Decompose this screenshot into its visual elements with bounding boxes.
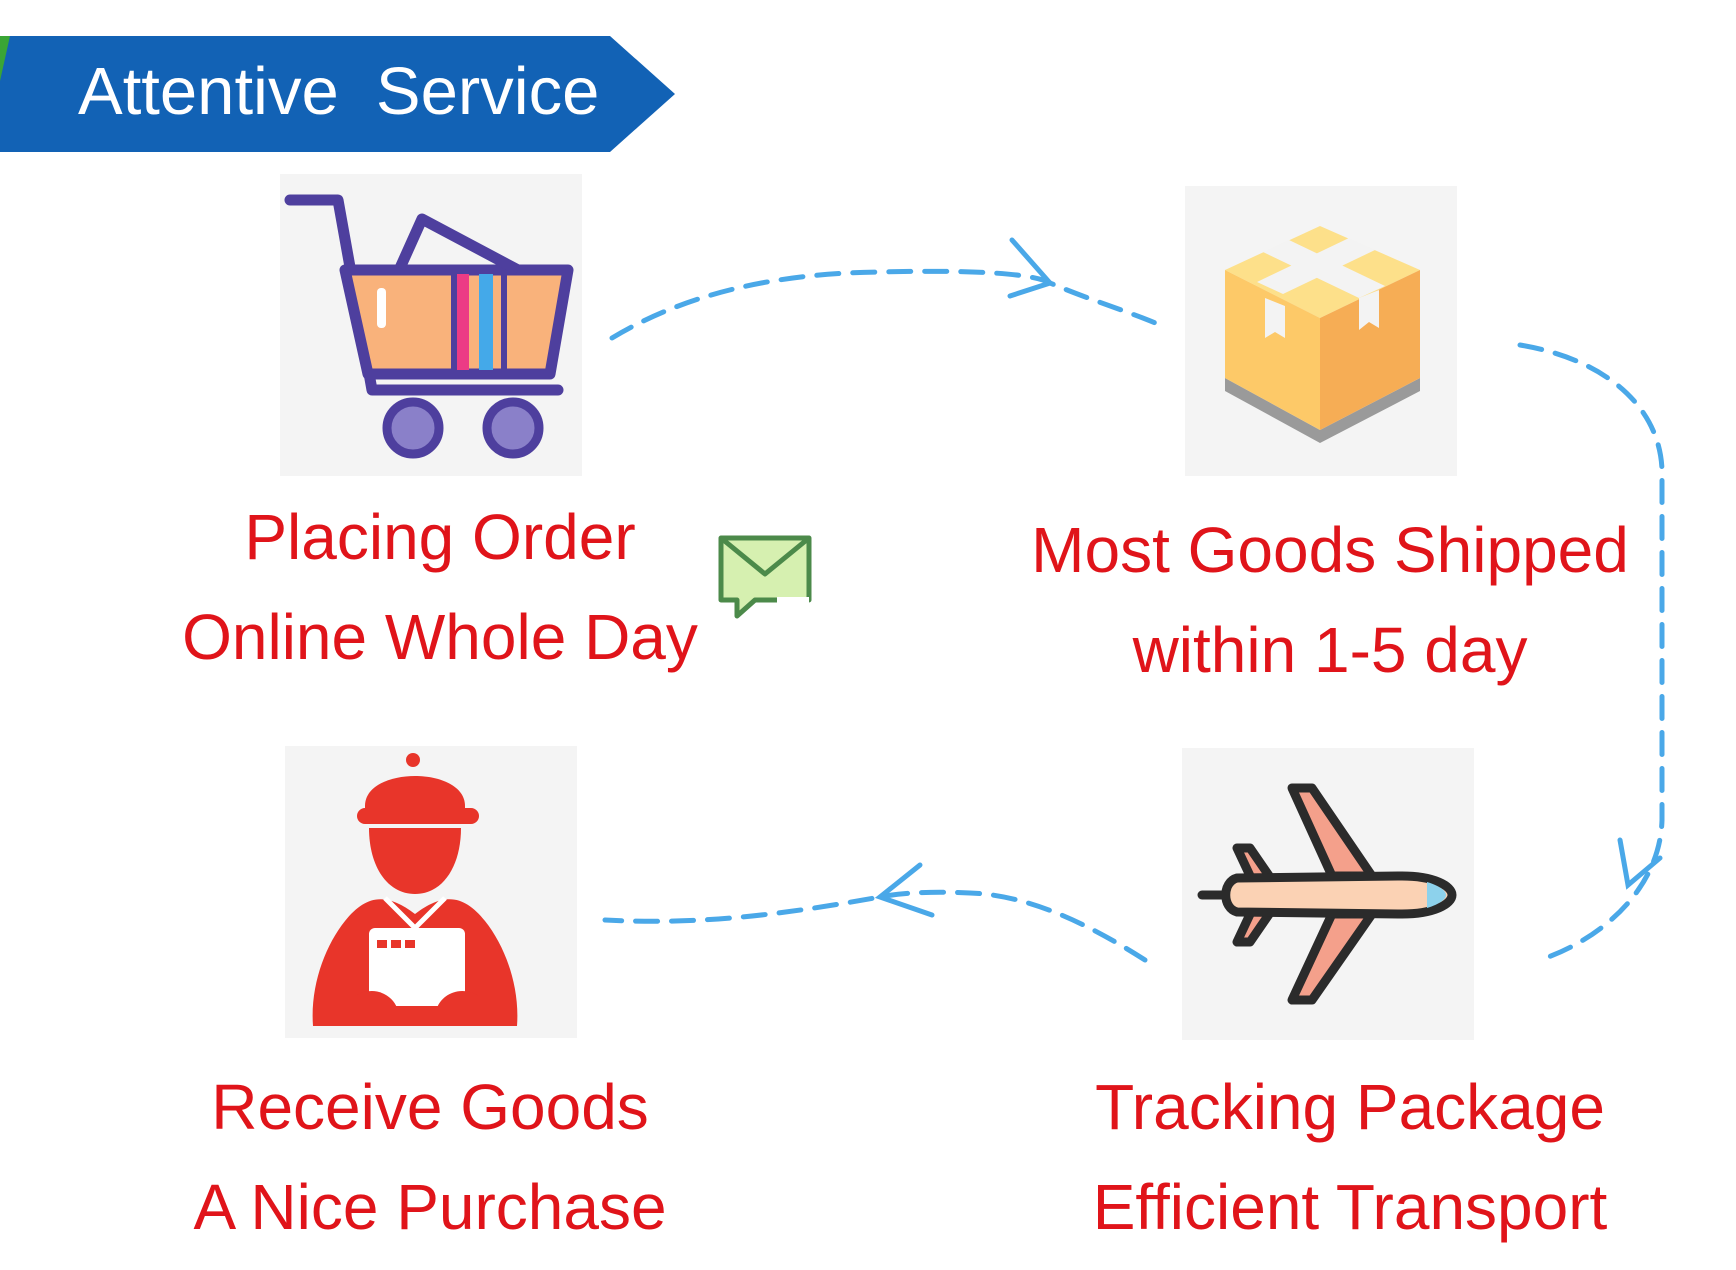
step3-subtitle: Efficient Transport (1092, 1171, 1608, 1243)
step4-subtitle: A Nice Purchase (193, 1171, 667, 1243)
delivery-person-icon (312, 753, 518, 1026)
banner-ribbon (0, 36, 675, 152)
arrow-track-to-receive (602, 889, 1148, 963)
step1-subtitle: Online Whole Day (182, 601, 698, 673)
chat-envelope-icon (718, 535, 812, 619)
arrow-head-top (1007, 237, 1055, 299)
arrow-ship-to-track (1517, 342, 1665, 963)
step3-title: Tracking Package (1095, 1071, 1605, 1143)
arrow-head-bottom (874, 862, 935, 918)
step2-subtitle: within 1-5 day (1132, 614, 1528, 686)
shopping-cart-icon (284, 194, 574, 459)
step2-title: Most Goods Shipped (1031, 514, 1629, 586)
banner-title: Attentive Service (78, 54, 600, 129)
step4-title: Receive Goods (211, 1071, 649, 1143)
arrow-order-to-ship (609, 268, 1163, 341)
step1-title: Placing Order (244, 501, 636, 573)
arrow-head-right (1617, 837, 1663, 890)
airplane-icon (1197, 783, 1457, 1005)
package-box-icon (1225, 226, 1420, 443)
